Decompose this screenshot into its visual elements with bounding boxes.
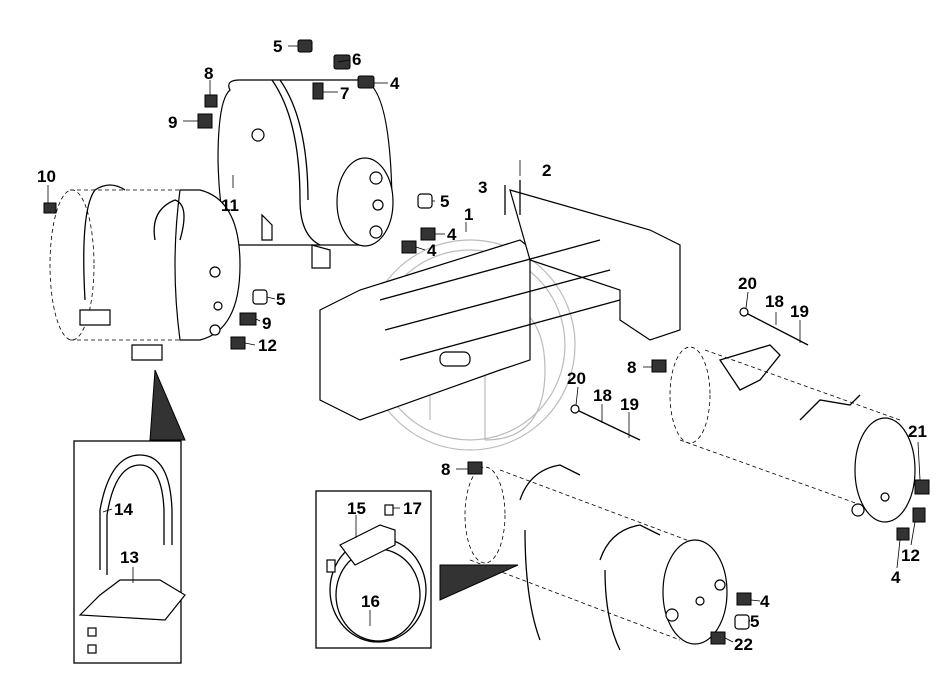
callout-3: 3 [478, 178, 487, 197]
callout-5-left: 5 [276, 290, 285, 309]
callout-19-upper: 19 [790, 302, 809, 321]
callout-19-lower: 19 [620, 395, 639, 414]
callout-12-right: 12 [901, 546, 920, 565]
callout-4-lower: 4 [427, 241, 437, 260]
callout-8-top: 8 [204, 64, 213, 83]
callout-12-left: 12 [258, 336, 277, 355]
callout-4-top: 4 [390, 74, 400, 93]
callout-15: 15 [347, 499, 366, 518]
callout-16: 16 [361, 592, 380, 611]
callout-21: 21 [908, 422, 927, 441]
leader-lines [47, 45, 921, 643]
callout-4-right: 4 [891, 568, 901, 587]
callout-13: 13 [120, 548, 139, 567]
detail-pointer-bottom [439, 564, 519, 601]
callout-9-left: 9 [262, 314, 271, 333]
callout-5-top: 5 [273, 37, 282, 56]
callout-9-top: 9 [168, 113, 177, 132]
callout-18-upper: 18 [765, 292, 784, 311]
callout-22: 22 [734, 635, 753, 654]
callout-4-bottom: 4 [760, 592, 770, 611]
air-tank-top [217, 79, 394, 269]
callout-5-upper: 5 [440, 192, 449, 211]
callout-8-middle: 8 [627, 358, 636, 377]
callout-labels: 1 2 3 4 4 4 4 4 5 5 5 5 6 7 8 8 8 9 9 10… [37, 37, 927, 654]
detail-pointer-left [149, 369, 186, 441]
air-tank-bottom [464, 464, 728, 651]
callout-17: 17 [403, 499, 422, 518]
fittings [43, 39, 930, 645]
detail-box-bottom [315, 490, 432, 649]
mounting-frame [319, 180, 681, 421]
callout-14: 14 [114, 500, 133, 519]
callout-11: 11 [221, 196, 239, 215]
callout-18-lower: 18 [593, 386, 612, 405]
callout-20-upper: 20 [738, 274, 757, 293]
callout-6: 6 [352, 50, 361, 69]
callout-7: 7 [340, 84, 349, 103]
callout-20-lower: 20 [567, 369, 586, 388]
air-tank-left [49, 184, 241, 361]
callout-8-bottom: 8 [441, 460, 450, 479]
callout-2: 2 [542, 161, 551, 180]
air-tank-right [669, 344, 916, 523]
callout-1: 1 [464, 205, 473, 224]
callout-5-bottom: 5 [750, 612, 759, 631]
callout-10: 10 [37, 167, 56, 186]
callout-4-upper: 4 [447, 225, 457, 244]
detail-box-left [73, 440, 186, 664]
